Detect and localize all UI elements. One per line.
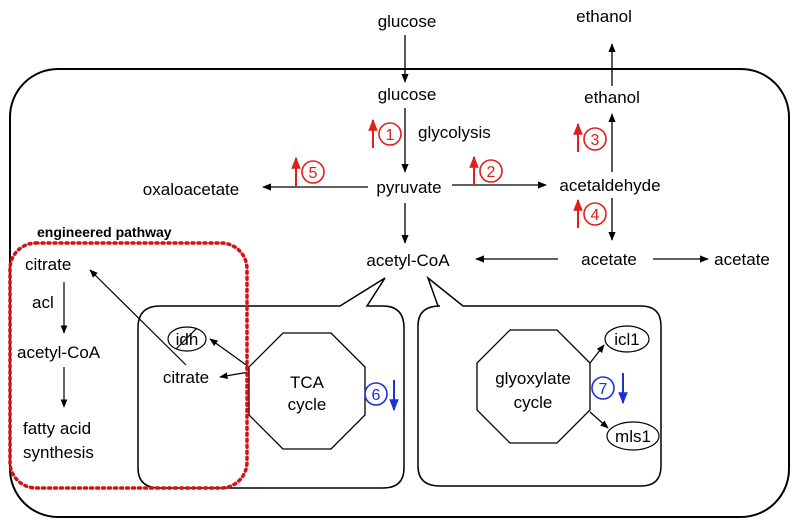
glyoxylate-label-line1: glyoxylate [495, 369, 571, 388]
acl-label: acl [32, 293, 54, 312]
ethanol-outside-label: ethanol [576, 7, 632, 26]
acetaldehyde-label: acetaldehyde [559, 176, 660, 195]
idh-node [167, 326, 207, 352]
pyruvate-label: pyruvate [376, 178, 441, 197]
tca-label-line2: cycle [288, 395, 327, 414]
marker-1-circle [378, 122, 402, 146]
marker-5: 5 [291, 156, 325, 186]
tca-cycle-octagon [248, 332, 366, 450]
arrow-tca-citrate-to-engineered [89, 269, 187, 366]
fatty-acid-label-line2: synthesis [23, 443, 94, 462]
marker-6-circle [364, 382, 388, 406]
glyoxylate-cycle-octagon [476, 329, 591, 444]
marker-5-circle [301, 160, 325, 184]
marker-2: 2 [469, 155, 503, 185]
glucose-inside-label: glucose [378, 85, 437, 104]
glycolysis-label: glycolysis [418, 123, 491, 142]
citrate-tca-label: citrate [163, 368, 209, 387]
acetyl-coa-engineered-label: acetyl-CoA [17, 343, 101, 362]
arrow-glyoxylate-to-icl1 [589, 344, 605, 364]
mls1-node [606, 421, 660, 451]
marker-4-circle [583, 202, 607, 226]
marker-1: 1 [368, 118, 402, 148]
marker-4-number: 4 [591, 207, 600, 224]
icl1-label: icl1 [614, 330, 640, 349]
marker-7-number: 7 [599, 381, 608, 398]
oxaloacetate-label: oxaloacetate [143, 180, 239, 199]
marker-3-number: 3 [591, 132, 600, 149]
glyoxylate-label-line2: cycle [514, 393, 553, 412]
acetyl-coa-label: acetyl-CoA [366, 251, 450, 270]
ethanol-inside-label: ethanol [584, 88, 640, 107]
marker-3: 3 [573, 122, 607, 152]
citrate-engineered-label: citrate [25, 255, 71, 274]
acetate-outside-label: acetate [714, 250, 770, 269]
glucose-outside-label: glucose [378, 12, 437, 31]
marker-1-number: 1 [386, 127, 395, 144]
arrow-tca-to-citrate [219, 371, 250, 380]
marker-7-circle [591, 376, 615, 400]
marker-2-circle [479, 159, 503, 183]
marker-5-number: 5 [309, 165, 318, 182]
arrow-glyoxylate-to-mls1 [589, 411, 609, 429]
arrow-tca-to-idh [209, 338, 250, 368]
marker-6: 6 [364, 380, 399, 412]
marker-7: 7 [591, 373, 628, 405]
marker-4: 4 [573, 198, 607, 228]
marker-3-circle [583, 127, 607, 151]
idh-inhibition-strike [175, 328, 197, 350]
icl1-node [604, 325, 650, 353]
marker-2-number: 2 [487, 164, 496, 181]
mls1-label: mls1 [615, 427, 651, 446]
marker-6-number: 6 [372, 387, 381, 404]
fatty-acid-label-line1: fatty acid [23, 419, 91, 438]
acetate-inside-label: acetate [581, 250, 637, 269]
engineered-pathway-title: engineered pathway [37, 224, 172, 240]
tca-label-line1: TCA [290, 373, 325, 392]
engineered-pathway-box [8, 241, 249, 490]
